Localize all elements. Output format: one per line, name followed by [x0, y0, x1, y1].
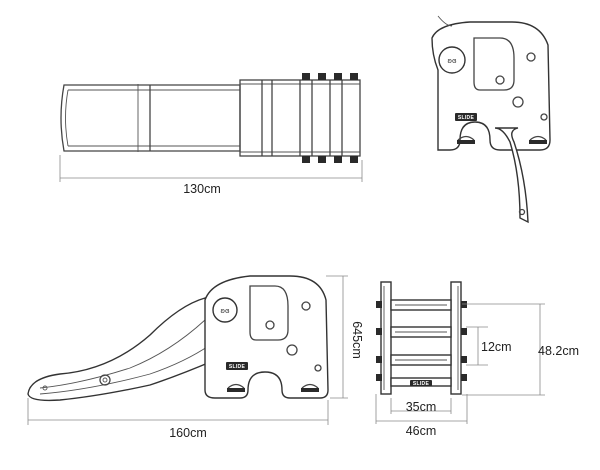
ladder-front-view: SLIDE 35cm 46cm: [375, 281, 579, 438]
svg-text:ʚɞ: ʚɞ: [220, 307, 230, 315]
side-view-slide: [27, 297, 216, 402]
elephant-front-body: [431, 21, 551, 151]
dimension-label-12: 12cm: [481, 340, 512, 354]
elephant-front-feet: [457, 135, 547, 144]
elephant-front-logo: [455, 113, 477, 121]
dimension-label-46: 46cm: [406, 424, 437, 438]
dimension-label-35: 35cm: [406, 400, 437, 414]
ladder-logo: [410, 380, 432, 386]
elephant-front-ear: [438, 46, 466, 74]
dimension-total-height: 48.2cm: [462, 303, 579, 396]
side-view-cutout: [249, 285, 289, 341]
svg-text:SLIDE: SLIDE: [413, 381, 430, 387]
dimension-top-length: 130cm: [59, 155, 363, 196]
top-view-bolts: [302, 73, 358, 163]
elephant-front-cutout: [473, 37, 515, 91]
dimension-step-gap: 12cm: [466, 326, 512, 366]
side-view-logo: [226, 362, 248, 370]
dimension-side-length: 160cm: [27, 398, 329, 440]
ladder-left-rail: [380, 281, 392, 395]
top-view-chute: [60, 84, 241, 152]
dimension-label-160: 160cm: [169, 426, 207, 440]
ladder-right-rail: [450, 281, 462, 395]
side-view-ear: [212, 297, 238, 323]
side-view: ʚɞ SLIDE 160cm 645cm: [27, 275, 364, 440]
top-view: 130cm: [59, 73, 363, 196]
side-view-body: [204, 275, 329, 399]
svg-text:SLIDE: SLIDE: [458, 115, 475, 121]
dimension-side-height: 645cm: [326, 275, 364, 399]
side-view-feet: [227, 383, 319, 392]
dimension-label-645: 645cm: [350, 321, 364, 359]
elephant-front-slide-tail: [494, 127, 529, 224]
dimension-inner-width: 35cm: [390, 398, 452, 414]
ladder-bolts: [376, 301, 467, 381]
top-view-rungs: [261, 80, 343, 156]
ladder-steps: [390, 299, 452, 387]
dimension-label-48-2: 48.2cm: [538, 344, 579, 358]
elephant-front-view: ʚɞ SLIDE: [431, 15, 551, 224]
dimension-label-130: 130cm: [183, 182, 221, 196]
svg-text:SLIDE: SLIDE: [229, 364, 246, 370]
svg-text:ʚɞ: ʚɞ: [447, 57, 457, 65]
dimension-outer-width: 46cm: [375, 394, 468, 438]
